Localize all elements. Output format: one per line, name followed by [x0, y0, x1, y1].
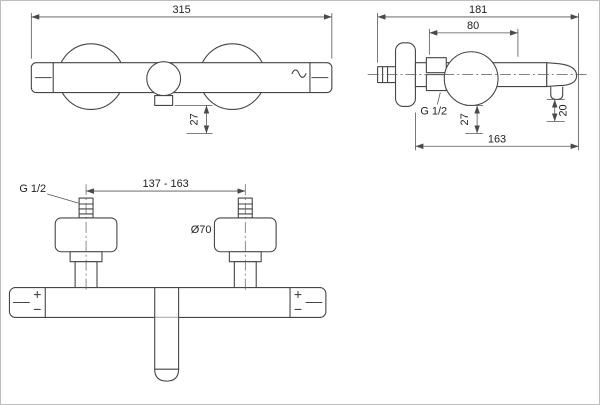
front-outlet-offset-dimension: 27 [174, 105, 213, 134]
bath-center-distance-label: 137 - 163 [143, 178, 189, 190]
front-width-dimension-label: 315 [172, 4, 190, 16]
side-depth-dimension-label: 181 [469, 4, 487, 16]
mixer-body-bar [30, 62, 333, 94]
bath-mixer-body-bar [8, 287, 327, 318]
bath-center-distance-dimension: 137 - 163 [86, 178, 246, 194]
side-dial-offset-label: 27 [459, 113, 471, 125]
check-valve-upper [425, 57, 447, 74]
front-outlet-offset-label: 27 [189, 113, 201, 125]
side-wall-to-tip-dimension: 163 [415, 112, 579, 151]
side-thread-callout: G 1/2 [420, 92, 447, 117]
side-outlet-drop-label: 20 [558, 104, 570, 116]
front-width-dimension: 315 [30, 4, 333, 59]
bath-thread-label: G 1/2 [19, 183, 46, 195]
bath-escutcheon-diameter-callout: Ø70 [191, 224, 212, 236]
check-valve-lower [425, 74, 447, 92]
hose-outlet-nub [550, 86, 564, 101]
shower-side-view [367, 42, 587, 108]
temperature-wave-icon [291, 69, 307, 78]
side-depth-dimension: 181 [377, 4, 580, 151]
right-hot-cold-indicator [294, 291, 302, 311]
shower-front-view [30, 43, 333, 111]
side-outlet-drop-dimension: 20 [546, 99, 570, 122]
bath-escutcheon-diameter-label: Ø70 [191, 224, 212, 236]
left-hot-cold-indicator [33, 291, 41, 311]
side-wall-to-valve-dimension: 80 [428, 20, 519, 57]
diverter-dial [146, 61, 182, 97]
bath-thread-callout: G 1/2 [19, 183, 79, 204]
bath-spout [154, 317, 180, 382]
temperature-dial-side [443, 51, 499, 107]
side-wall-to-valve-label: 80 [467, 20, 479, 32]
hose-outlet [154, 94, 174, 107]
side-wall-to-tip-label: 163 [488, 133, 506, 145]
side-thread-label: G 1/2 [420, 105, 447, 117]
bath-front-view [8, 184, 327, 382]
side-dial-offset-dimension: 27 [459, 105, 484, 134]
